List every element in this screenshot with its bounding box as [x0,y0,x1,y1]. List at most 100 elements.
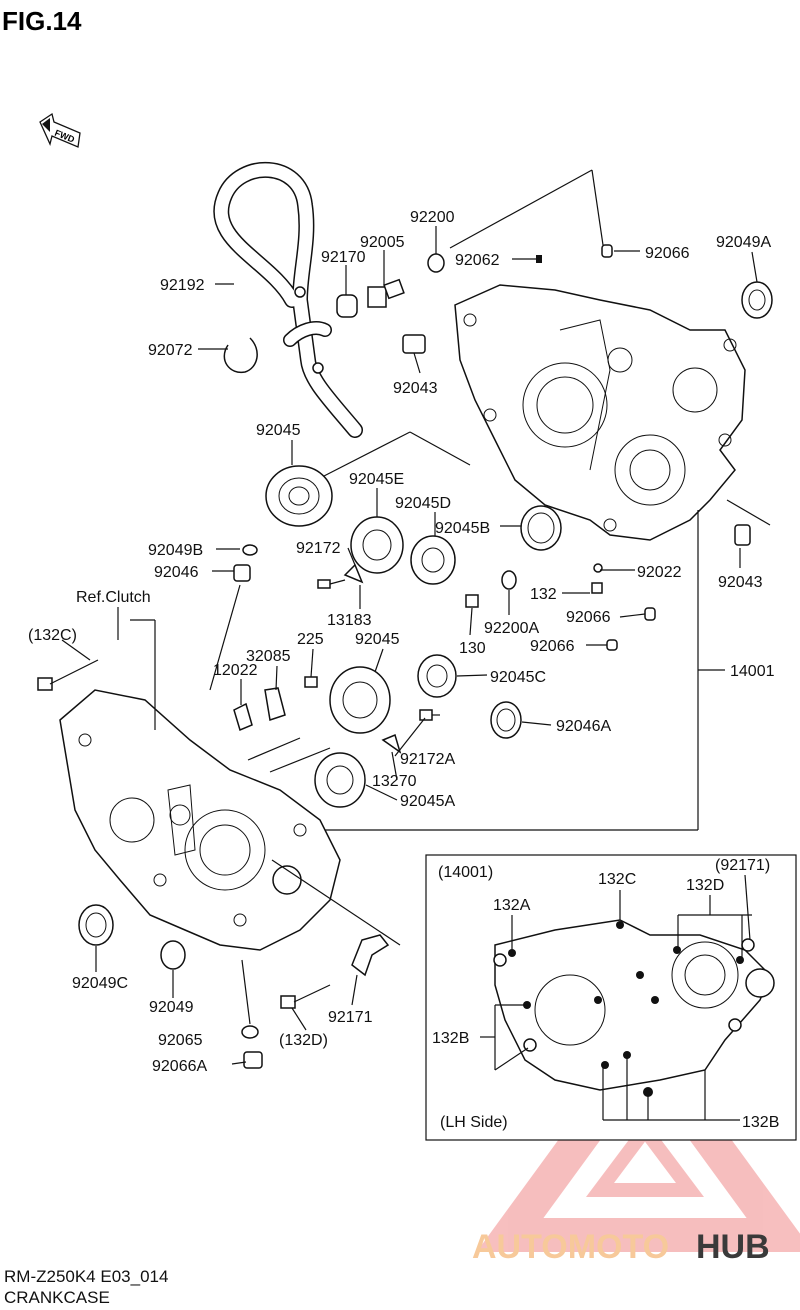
bolt-132 [591,582,603,594]
dowel-92043-right [734,524,751,546]
inset-side-note: (LH Side) [440,1114,508,1131]
label-92062: 92062 [455,252,500,269]
label-92049C: 92049C [72,975,128,992]
plug-92066-top [601,244,613,258]
label-130: 130 [459,640,486,657]
label-ref-clutch: Ref.Clutch [76,589,151,606]
label-13183: 13183 [327,612,372,629]
label-92045B: 92045B [435,520,490,537]
bearing-92045E [350,516,404,574]
label-92066-top: 92066 [645,245,690,262]
seal-92049B [242,544,258,556]
label-92049: 92049 [149,999,194,1016]
oil-seal-92049C [78,904,114,946]
label-92072: 92072 [148,342,193,359]
label-92049B: 92049B [148,542,203,559]
breather-hose [213,162,363,438]
washer-92200 [427,253,445,273]
label-92200A: 92200A [484,620,539,637]
plate-13270 [381,733,402,754]
crankcase-left-half [59,689,341,951]
guide-12022 [233,702,253,732]
bearing-92045B [520,505,562,551]
label-92066-lower: 92066 [530,638,575,655]
bearing-92045-upper [265,465,333,527]
screw-225 [304,676,318,688]
inset-label-132C: 132C [598,871,636,888]
label-92172: 92172 [296,540,341,557]
figure-title: FIG.14 [2,6,82,36]
plate-32085 [264,687,286,721]
washer-92065 [241,1025,259,1039]
crankcase-right-half [454,284,746,541]
label-92045A: 92045A [400,793,455,810]
label-92170: 92170 [321,249,366,266]
plate-13183 [343,563,364,584]
model-code: RM-Z250K4 E03_014 [4,1267,168,1286]
watermark-brand-part2: HUB [696,1228,770,1266]
clamp-92072 [223,337,258,374]
label-92005: 92005 [360,234,405,251]
bushing-92046 [233,564,251,582]
label-92066-right: 92066 [566,609,611,626]
label-92192: 92192 [160,277,205,294]
bearing-92045A [314,752,366,808]
label-92046: 92046 [154,564,199,581]
label-132C-ref: (132C) [28,627,77,644]
label-92066A: 92066A [152,1058,207,1075]
oil-seal-92049A [741,281,773,319]
inset-label-132A: 132A [493,897,531,914]
label-92046A: 92046A [556,718,611,735]
fitting-92005 [367,278,405,308]
bearing-92045C [417,654,457,698]
label-13270: 13270 [372,773,417,790]
plug-92066-lower [606,639,618,651]
section-name: CRANKCASE [4,1288,110,1307]
dowel-92043-top [402,334,426,354]
label-92045C: 92045C [490,669,546,686]
drain-plug-92066A [243,1051,263,1069]
washer-92022 [593,563,603,573]
label-92065: 92065 [158,1032,203,1049]
part-labels: 92200 92005 92170 92062 92066 92049A 921… [28,209,775,1075]
label-32085: 32085 [246,648,291,665]
bearing-92045-lower [329,666,391,734]
label-92045D: 92045D [395,495,451,512]
label-92045E: 92045E [349,471,404,488]
label-92022: 92022 [637,564,682,581]
bolt-92172 [317,579,346,589]
watermark-brand-part1: AUTOMOTO [472,1228,669,1266]
clamp-92170 [336,294,358,318]
inset-label-132B-left: 132B [432,1030,469,1047]
bolt-92172A [419,709,440,721]
oil-seal-92049 [160,940,186,970]
label-92043-right: 92043 [718,574,763,591]
bearing-92046A [490,701,522,739]
plug-92066-right [644,607,656,621]
bolt-132C [37,659,99,691]
bolt-132D [280,984,331,1009]
label-92172A: 92172A [400,751,455,768]
label-92049A: 92049A [716,234,771,251]
label-225: 225 [297,631,324,648]
label-92200: 92200 [410,209,455,226]
label-92043-top: 92043 [393,380,438,397]
inset-label-132D: 132D [686,877,724,894]
label-92045-upper: 92045 [256,422,301,439]
label-132D-ref: (132D) [279,1032,328,1049]
inset-label-132B-right: 132B [742,1114,779,1131]
inset-assembly-ref: (14001) [438,864,493,881]
bearing-92045D [410,535,456,585]
fwd-arrow-icon: FWD [39,112,81,148]
pin-92062 [536,255,542,263]
leader-lines [61,169,771,1065]
bolt-130 [465,594,479,608]
label-14001: 14001 [730,663,775,680]
inset-label-92171: (92171) [715,857,770,874]
label-92045-lower: 92045 [355,631,400,648]
label-132: 132 [530,586,557,603]
washer-92200A [501,570,517,590]
inset-lh-side: (14001) (LH Side) 132C 132D (92171) 132A… [425,854,797,1141]
